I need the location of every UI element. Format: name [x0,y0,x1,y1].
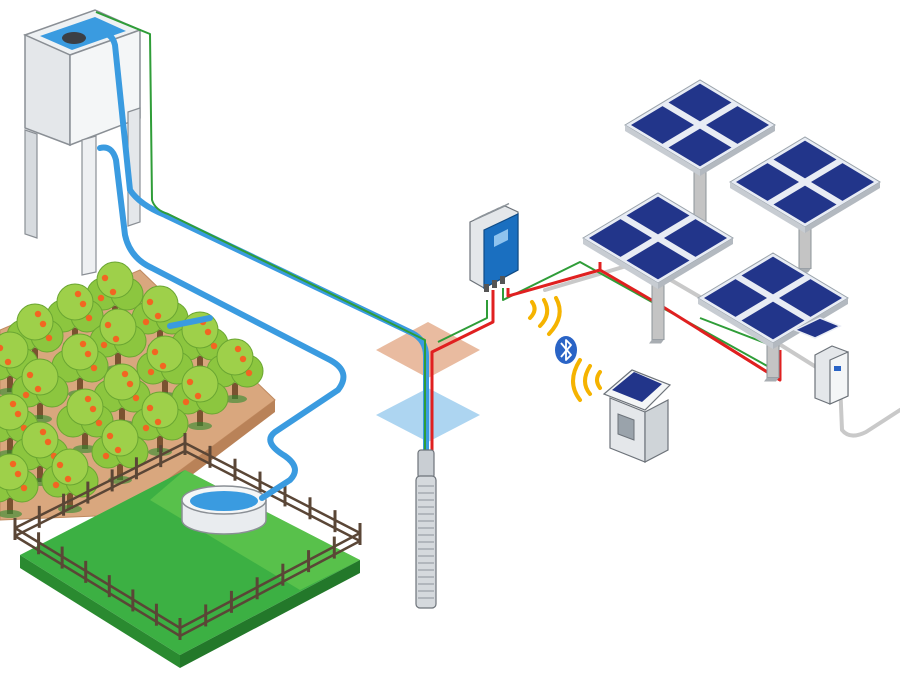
panel-cell [631,106,694,144]
fruit-tree [11,358,69,423]
tower-leg-2 [81,135,97,276]
fruit-tree [51,333,109,398]
solar-panel [624,79,776,231]
fin [498,202,510,210]
grass-side-left [20,555,180,668]
junction-box [814,345,849,405]
pipe-to-tower [95,29,429,473]
panel-cell [589,219,652,257]
panel-cell [626,196,690,235]
panel-cell [773,185,837,224]
fence-rail [179,539,361,638]
panel-cell [668,128,732,167]
water-pipes [95,29,429,501]
panel-cell [664,219,727,257]
pipe-to-orchard [97,144,347,501]
wireless-signal-icon [528,296,562,336]
monitoring-station [602,369,672,463]
tower-leg-1 [24,129,38,239]
panel-cell [811,163,874,201]
fence-rail [14,441,186,530]
panel-cell [668,83,732,122]
fruit-tree [0,453,39,518]
panel-cell [741,256,805,295]
grey-cable [543,260,900,438]
panel-cell [626,241,690,280]
fruit-tree [86,261,144,326]
fence-rail [14,534,181,638]
panel-cell [741,301,805,340]
water-basin [181,485,267,535]
fence-rail [14,526,181,630]
fence-rail [184,449,361,543]
grass-top [20,470,360,655]
panel-cell [706,106,769,144]
pipe-branch-orchard [167,315,213,329]
fence-rail [14,449,186,538]
orchard-trees [0,261,264,518]
panel-cell [779,279,842,317]
pump-controller [469,202,519,292]
solar-array [582,79,881,382]
fruit-tree [131,391,189,456]
tower-front [24,33,71,147]
wireless-signal-icon [571,358,602,402]
solar-panel [582,192,734,344]
fruit-tree [171,365,229,430]
orchard [0,261,276,528]
grass-side-right [180,560,360,668]
fruit-tree [91,419,149,484]
panel-cell [704,279,767,317]
pump-ribs [418,485,434,599]
fence-rail [179,531,361,630]
bluetooth-icon [555,336,577,364]
panel-cell [773,140,837,179]
submersible-pump [415,449,437,609]
solar-panel [729,136,881,273]
controller-heat-fins [473,202,510,221]
tank-hatch [62,32,86,44]
panel-mount-bracket [793,317,842,339]
tower-water [40,17,126,50]
fence [13,433,362,640]
fruit-tree [41,448,99,513]
panel-cell [736,163,799,201]
